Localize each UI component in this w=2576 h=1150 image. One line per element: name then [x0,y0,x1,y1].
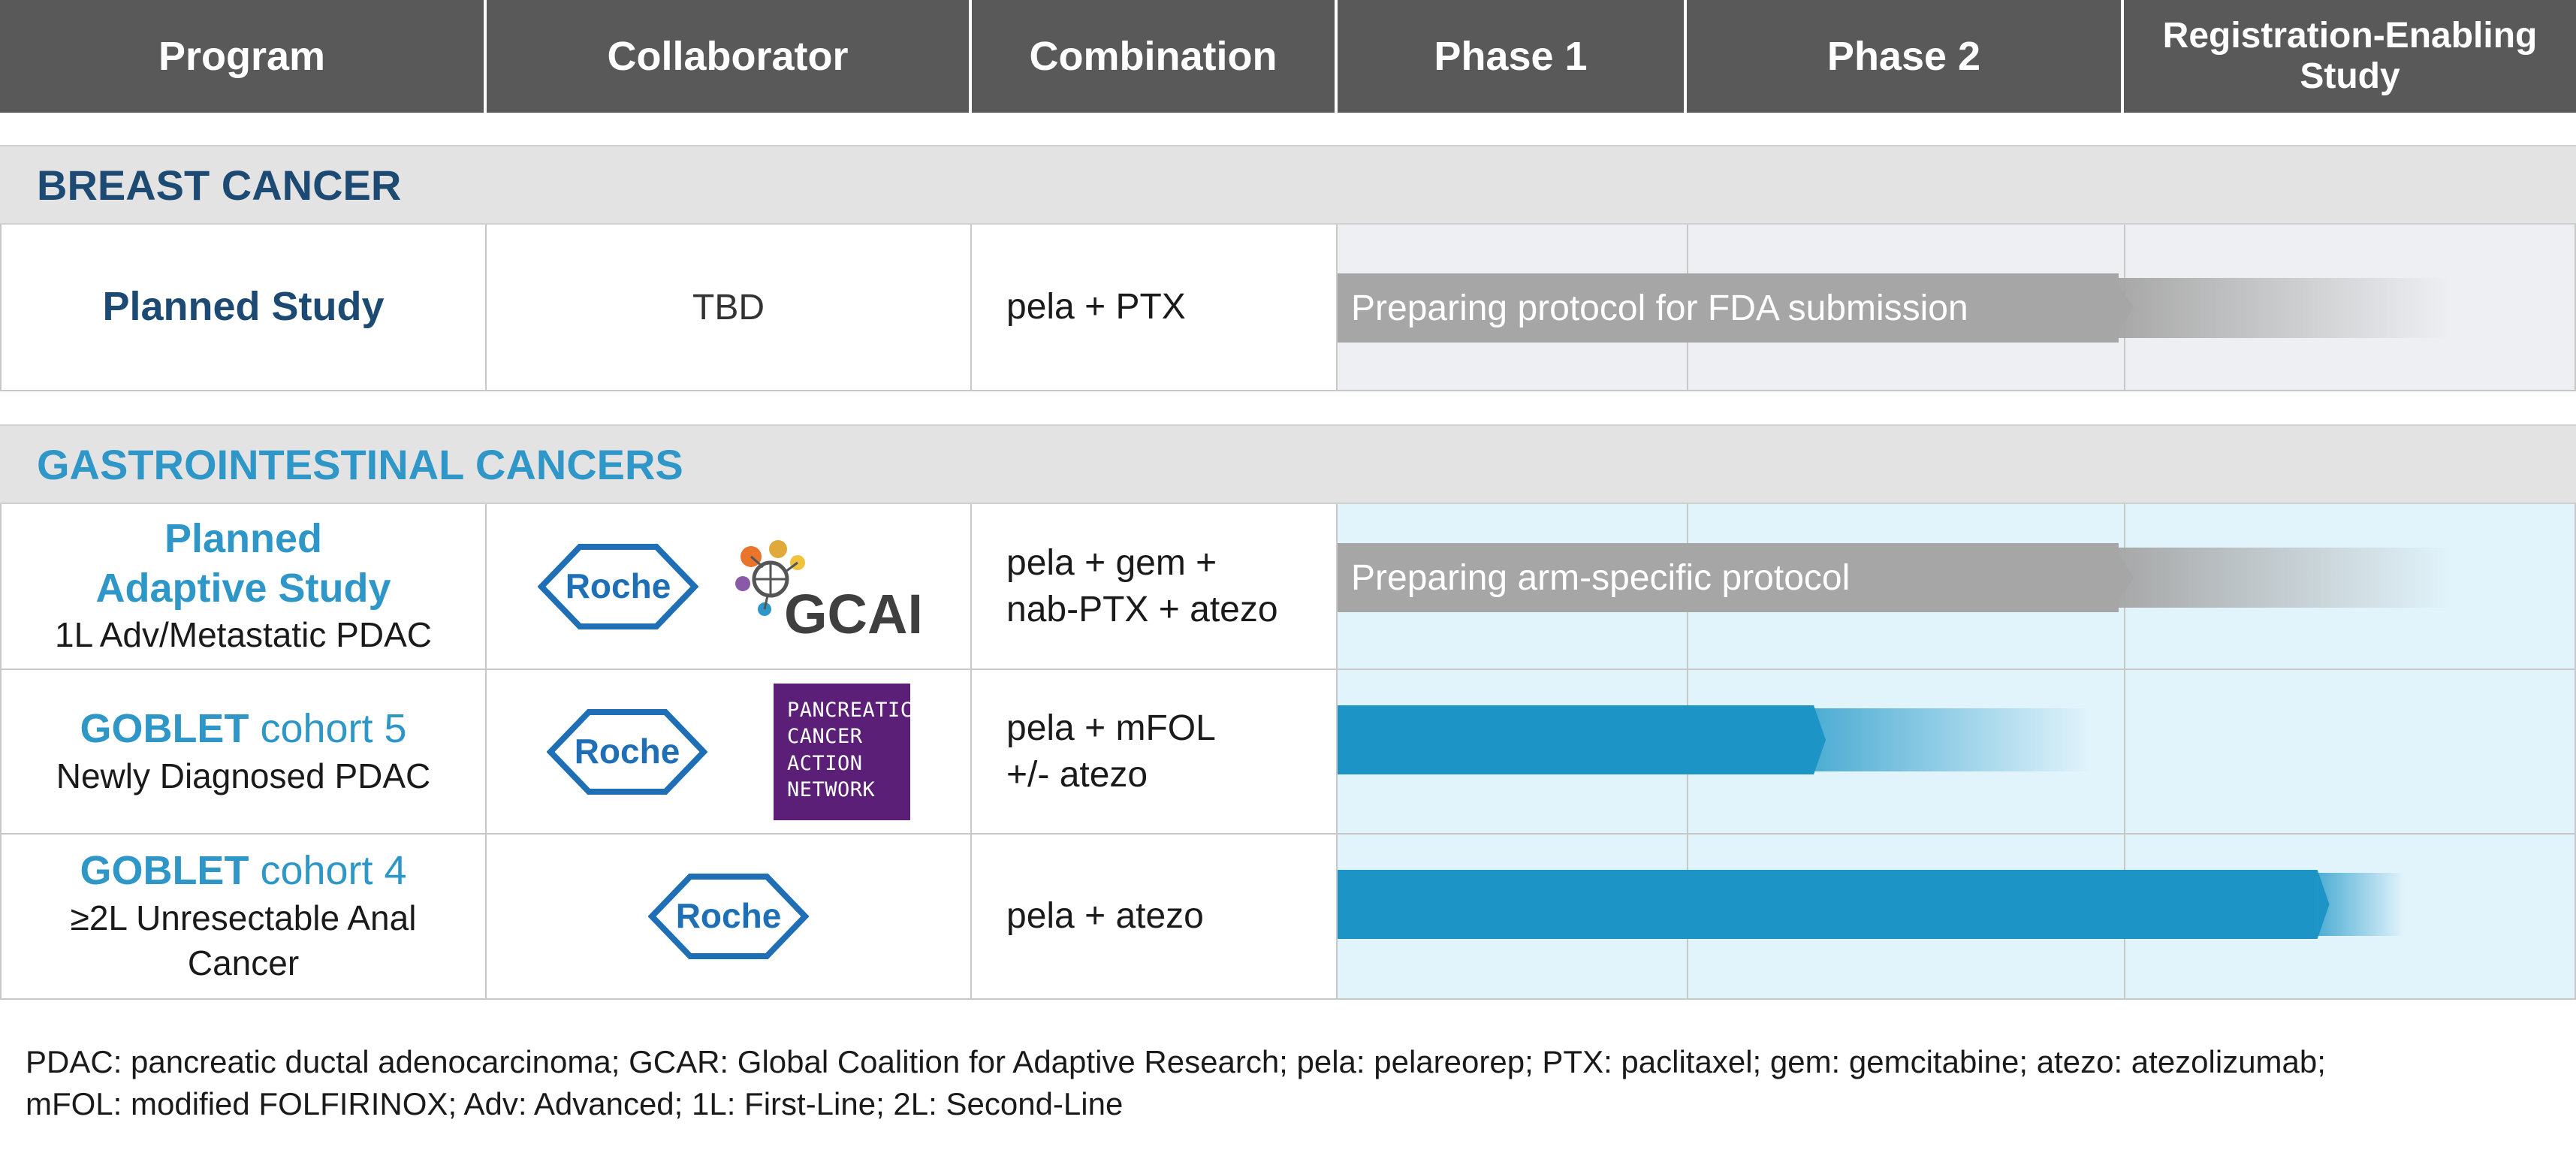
combination-text: pela + PTX [1006,287,1186,327]
collaborator-text: TBD [692,287,765,327]
program-subtitle-line1: ≥2L Unresectable Anal [70,898,417,938]
program-name-bold: GOBLET [80,705,249,751]
table-row-adaptive-study: Planned Adaptive Study 1L Adv/Metastatic… [0,504,2576,670]
program-cell: Planned Adaptive Study 1L Adv/Metastatic… [0,504,487,670]
program-subtitle: Newly Diagnosed PDAC [56,756,431,795]
progress-arrow [1338,870,2404,939]
progress-arrow-head [1814,705,1826,774]
combination-cell: pela + gem + nab-PTX + atezo [972,504,1338,670]
footnote-line2: mFOL: modified FOLFIRINOX; Adv: Advanced… [26,1085,1124,1121]
program-name-cohort: cohort 5 [249,705,407,751]
combination-cell: pela + PTX [972,225,1338,391]
program-cell: GOBLET cohort 5 Newly Diagnosed PDAC [0,670,487,835]
phase-track: Preparing arm-specific protocol [1338,504,2576,670]
gcar-logo: GCAR [731,534,919,639]
roche-logo: Roche [547,708,707,795]
program-cell: Planned Study [0,225,487,391]
header-collaborator: Collaborator [487,0,972,113]
status-label: Preparing arm-specific protocol [1351,557,1851,598]
svg-text:Roche: Roche [575,732,680,771]
svg-text:GCAR: GCAR [784,583,919,639]
program-name-line1: Planned [164,515,323,561]
combination-line2: +/- atezo [1006,754,1148,795]
progress-arrow [1338,705,2089,774]
combination-line1: pela + mFOL [1006,708,1216,749]
table-row-goblet-cohort-4: GOBLET cohort 4 ≥2L Unresectable Anal Ca… [0,835,2576,1000]
combination-cell: pela + mFOL +/- atezo [972,670,1338,835]
program-subtitle-line2: Cancer [187,943,300,982]
progress-arrow-tail [2317,873,2404,936]
roche-logo: Roche [648,874,809,959]
status-label: Preparing protocol for FDA submission [1351,288,1968,328]
section-title: GASTROINTESTINAL CANCERS [37,440,683,488]
header-combination: Combination [972,0,1338,113]
program-name-cohort: cohort 4 [249,848,407,894]
status-arrow: Preparing protocol for FDA submission [1338,273,2449,343]
program-name: GOBLET cohort 5 [80,705,406,754]
svg-text:Roche: Roche [566,566,671,605]
section-breast-cancer: BREAST CANCER [0,145,2576,225]
section-title: BREAST CANCER [37,161,402,209]
progress-arrow-body [1338,705,1814,774]
program-name: GOBLET cohort 4 [80,847,406,896]
combination-cell: pela + atezo [972,835,1338,1000]
progress-arrow-head [2317,870,2330,939]
header-phase-1: Phase 1 [1338,0,1687,113]
table-row-goblet-cohort-5: GOBLET cohort 5 Newly Diagnosed PDAC Roc… [0,670,2576,835]
collaborator-cell: Roche GCAR [487,504,972,670]
table-header: Program Collaborator Combination Phase 1… [0,0,2576,113]
program-name: Planned Study [102,284,385,330]
roche-logo: Roche [538,543,698,629]
combination-line2: nab-PTX + atezo [1006,589,1278,629]
combination-line1: pela + gem + [1006,543,1217,584]
phase-track [1338,835,2576,1000]
progress-arrow-body [1338,870,2318,939]
section-gastrointestinal-cancers: GASTROINTESTINAL CANCERS [0,424,2576,504]
program-name-line2: Adaptive Study [95,565,391,611]
header-registration-study: Registration-Enabling Study [2124,0,2576,113]
header-phase-2: Phase 2 [1687,0,2124,113]
header-program: Program [0,0,487,113]
collaborator-cell: Roche [487,835,972,1000]
phase-track [1338,670,2576,835]
header-registration-line2: Study [2300,56,2400,96]
program-subtitle: 1L Adv/Metastatic PDAC [55,615,432,655]
collaborator-cell: TBD [487,225,972,391]
svg-text:Roche: Roche [676,896,782,935]
phase-track: Preparing protocol for FDA submission [1338,225,2576,391]
program-name-bold: GOBLET [80,848,249,894]
collaborator-cell: Roche PANCREATIC CANCER ACTION NETWORK [487,670,972,835]
combination-text: pela + atezo [1006,896,1204,937]
header-registration-line1: Registration-Enabling [2162,16,2538,56]
footnote: PDAC: pancreatic ductal adenocarcinoma; … [26,1041,2326,1125]
status-arrow: Preparing arm-specific protocol [1338,543,2452,612]
table-row-planned-study: Planned Study TBD pela + PTX [0,225,2576,391]
footnote-line1: PDAC: pancreatic ductal adenocarcinoma; … [26,1044,2326,1079]
progress-arrow-tail [1814,708,2089,771]
pancreatic-cancer-action-network-logo: PANCREATIC CANCER ACTION NETWORK [774,683,912,820]
program-cell: GOBLET cohort 4 ≥2L Unresectable Anal Ca… [0,835,487,1000]
